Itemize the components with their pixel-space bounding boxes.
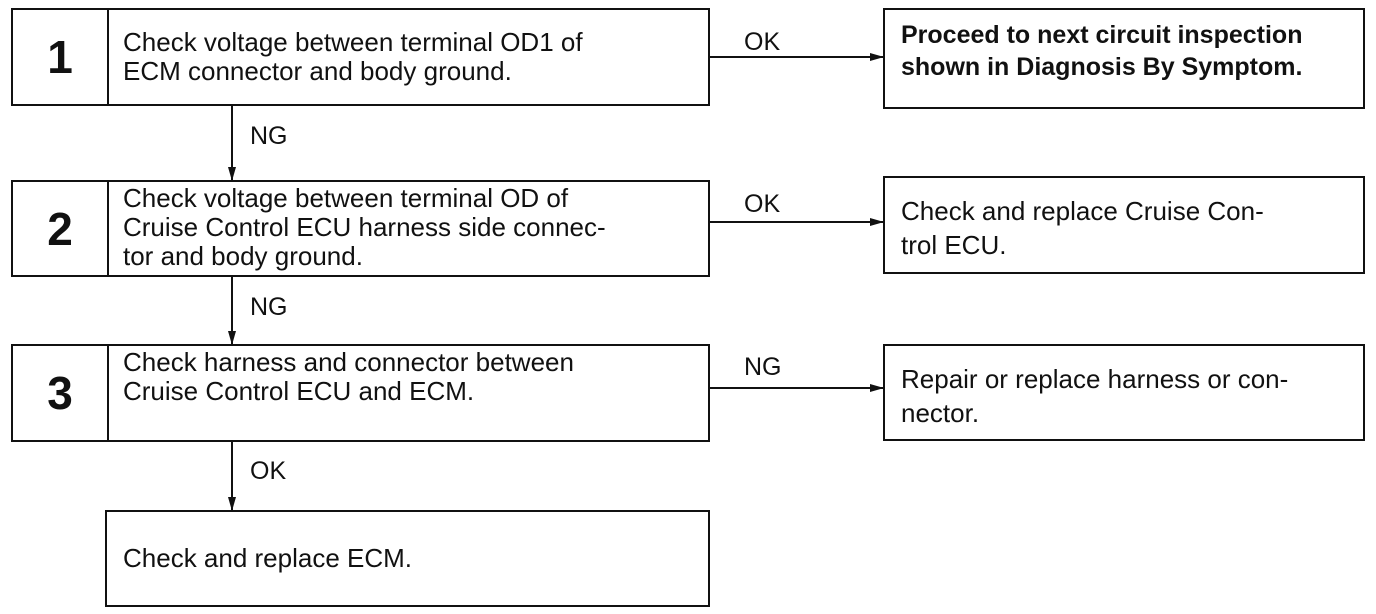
label-step1-ok: OK (744, 28, 781, 56)
step-1-text: Check voltage between terminal OD1 of EC… (109, 10, 597, 104)
result-3-text: Repair or replace harness or con- nector… (885, 346, 1363, 430)
step-1-box: 1 Check voltage between terminal OD1 of … (11, 8, 710, 106)
label-step3-ok: OK (250, 457, 287, 485)
result-3-box: Repair or replace harness or con- nector… (883, 344, 1365, 441)
step-2-line-2: Cruise Control ECU harness side connec- (123, 212, 606, 242)
step-2-number: 2 (13, 182, 109, 275)
result-1-box: Proceed to next circuit inspection shown… (883, 8, 1365, 109)
result-2-line-1: Check and replace Cruise Con- (901, 196, 1264, 226)
step-2-line-1: Check voltage between terminal OD of (123, 183, 569, 213)
step-3-text: Check harness and connector between Crui… (109, 346, 588, 440)
label-step2-ng: NG (250, 293, 288, 321)
result-2-box: Check and replace Cruise Con- trol ECU. (883, 176, 1365, 274)
result-2-line-2: trol ECU. (901, 230, 1007, 260)
result-3-line-2: nector. (901, 398, 980, 428)
step-3-box: 3 Check harness and connector between Cr… (11, 344, 710, 442)
result-1-line-2: shown in Diagnosis By Symptom. (901, 53, 1303, 81)
label-step1-ng: NG (250, 122, 288, 150)
step-2-text: Check voltage between terminal OD of Cru… (109, 182, 620, 275)
result-1-text: Proceed to next circuit inspection shown… (885, 10, 1363, 83)
step-1-number: 1 (13, 10, 109, 104)
label-step3-ng: NG (744, 353, 782, 381)
step-2-box: 2 Check voltage between terminal OD of C… (11, 180, 710, 277)
step-1-line-1: Check voltage between terminal OD1 of (123, 27, 583, 57)
result-2-text: Check and replace Cruise Con- trol ECU. (885, 178, 1363, 262)
final-box: Check and replace ECM. (105, 510, 710, 607)
step-1-line-2: ECM connector and body ground. (123, 56, 512, 86)
step-3-number: 3 (13, 346, 109, 440)
final-text: Check and replace ECM. (123, 543, 413, 573)
result-1-line-1: Proceed to next circuit inspection (901, 21, 1303, 49)
step-3-line-1: Check harness and connector between (123, 347, 574, 377)
step-2-line-3: tor and body ground. (123, 241, 363, 271)
step-3-line-2: Cruise Control ECU and ECM. (123, 376, 475, 406)
result-3-line-1: Repair or replace harness or con- (901, 364, 1289, 394)
label-step2-ok: OK (744, 190, 781, 218)
